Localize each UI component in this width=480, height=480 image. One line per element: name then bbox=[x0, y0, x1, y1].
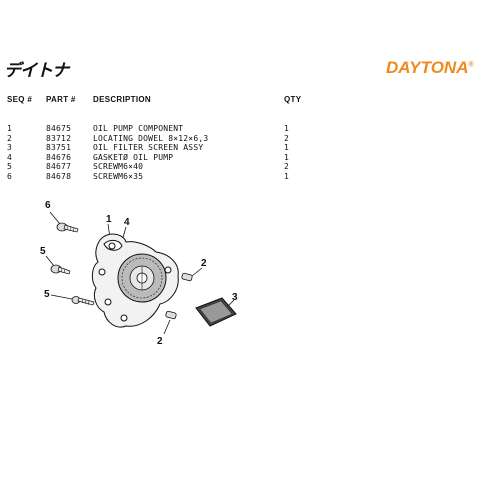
cell-description: LOCATING DOWEL 8×12×6,3 bbox=[93, 133, 209, 143]
cell-qty: 1 bbox=[284, 124, 290, 133]
callout-1: 1 bbox=[106, 214, 112, 225]
column-header-seq: SEQ # bbox=[7, 95, 33, 104]
exploded-parts-diagram: 6 1 4 5 5 2 2 3 bbox=[40, 200, 238, 347]
table-row: 3 83751 OIL FILTER SCREEN ASSY 1 bbox=[0, 143, 480, 153]
cell-part: 84676 bbox=[46, 152, 72, 162]
cell-seq: 3 bbox=[7, 143, 13, 153]
cell-description: GASKETØ OIL PUMP bbox=[93, 152, 174, 162]
cell-description: OIL PUMP COMPONENT bbox=[93, 124, 184, 133]
oil-filter-screen-part bbox=[195, 297, 237, 327]
brand-name: DAYTONA bbox=[386, 58, 469, 77]
cell-qty: 1 bbox=[284, 143, 290, 153]
callout-5-lower: 5 bbox=[44, 289, 50, 300]
cell-qty: 2 bbox=[284, 162, 290, 172]
callout-2-upper: 2 bbox=[201, 258, 207, 269]
screw-5-part-lower bbox=[71, 296, 95, 306]
cell-part: 83751 bbox=[46, 143, 72, 153]
daytona-logo: DAYTONA® bbox=[386, 58, 474, 78]
cell-description: SCREWM6×35 bbox=[93, 172, 144, 181]
screw-5-part-upper bbox=[50, 264, 71, 275]
cell-seq: 6 bbox=[7, 172, 13, 181]
cell-qty: 1 bbox=[284, 152, 290, 162]
cell-seq: 1 bbox=[7, 124, 13, 133]
callout-4: 4 bbox=[124, 217, 130, 228]
column-header-qty: QTY bbox=[284, 95, 302, 104]
callout-6: 6 bbox=[45, 200, 51, 211]
registered-mark: ® bbox=[468, 61, 474, 69]
cell-seq: 2 bbox=[7, 133, 13, 143]
column-header-description: DESCRIPTION bbox=[93, 95, 151, 104]
table-row: 4 84676 GASKETØ OIL PUMP 1 bbox=[0, 153, 480, 163]
screw-6-part bbox=[56, 222, 79, 233]
table-row: 2 83712 LOCATING DOWEL 8×12×6,3 2 bbox=[0, 134, 480, 144]
cell-qty: 2 bbox=[284, 133, 290, 143]
callout-2-lower: 2 bbox=[157, 336, 163, 347]
dowel-2-part-upper bbox=[181, 272, 193, 282]
cell-part: 84678 bbox=[46, 172, 72, 181]
cell-part: 84677 bbox=[46, 162, 72, 172]
cell-seq: 4 bbox=[7, 152, 13, 162]
cell-description: SCREWM6×40 bbox=[93, 162, 144, 172]
cell-part: 84675 bbox=[46, 124, 72, 133]
cell-qty: 1 bbox=[284, 172, 290, 181]
callout-3: 3 bbox=[232, 292, 238, 303]
dowel-2-part-lower bbox=[165, 310, 177, 320]
table-row: 1 84675 OIL PUMP COMPONENT 1 bbox=[0, 124, 480, 134]
column-header-part: PART # bbox=[46, 95, 76, 104]
oil-pump-gear bbox=[117, 253, 167, 303]
logo-japanese: デイトナ bbox=[4, 61, 69, 81]
callout-5-upper: 5 bbox=[40, 246, 46, 257]
table-row: 6 84678 SCREWM6×35 1 bbox=[0, 172, 480, 182]
table-row: 5 84677 SCREWM6×40 2 bbox=[0, 162, 480, 172]
cell-part: 83712 bbox=[46, 133, 72, 143]
cell-seq: 5 bbox=[7, 162, 13, 172]
cell-description: OIL FILTER SCREEN ASSY bbox=[93, 143, 204, 153]
